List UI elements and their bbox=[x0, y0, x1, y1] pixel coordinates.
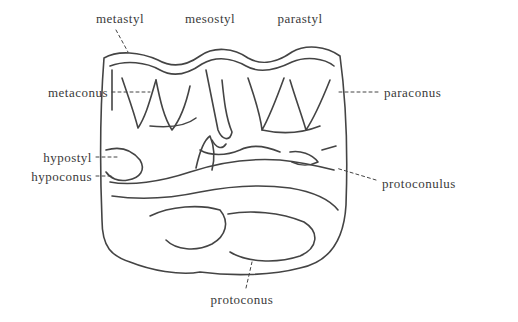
part-label: paraconus bbox=[384, 86, 441, 99]
part-label: hypostyl bbox=[43, 151, 92, 164]
part-label: protoconulus bbox=[382, 177, 456, 190]
part-label: parastyl bbox=[277, 12, 322, 25]
part-label: metaconus bbox=[48, 86, 108, 99]
part-label: protoconus bbox=[211, 293, 274, 306]
part-label: hypoconus bbox=[31, 170, 92, 183]
part-label: metastyl bbox=[96, 12, 144, 25]
part-label: mesostyl bbox=[185, 12, 235, 25]
